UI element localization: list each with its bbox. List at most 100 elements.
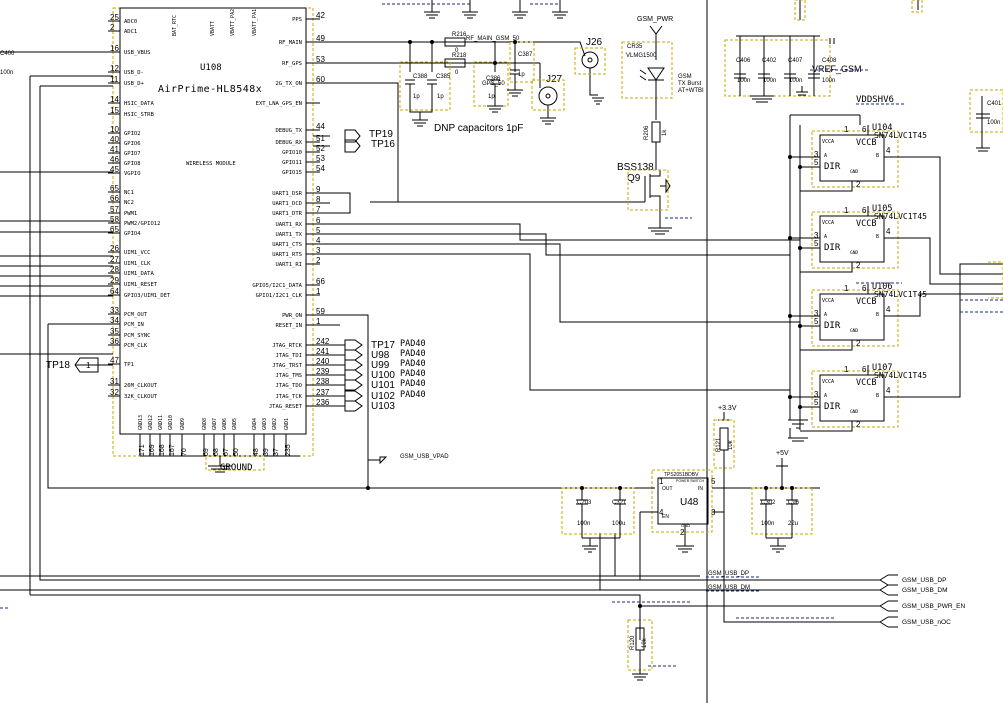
- u48-pin3: 3: [711, 508, 716, 517]
- u108-bottom-pin-name: GND13: [138, 415, 144, 430]
- u108-bottom-pin-num: 235: [285, 444, 292, 456]
- u108-left-pin-num: 10: [110, 125, 119, 134]
- u108-left-pin-num: 2: [110, 23, 115, 32]
- u108-left-pin-name: GPIO3/UIM1_DET: [124, 293, 171, 299]
- level-shifter-vcca: VCCA: [822, 139, 834, 145]
- u108-right-pin-num: 59: [316, 307, 325, 316]
- c407-ref: C407: [788, 58, 803, 64]
- r121-ref: R121: [716, 437, 722, 452]
- u108-right-pin-num: 3: [316, 246, 321, 255]
- c402-ref: C402: [762, 58, 777, 64]
- junction: [788, 395, 792, 399]
- u108-right-pin-name: JTAG_RTCK: [272, 343, 302, 349]
- jtag-tp-symbol: [320, 379, 363, 391]
- ls-pin3: 3: [814, 231, 819, 240]
- jtag-tp-symbol: [320, 400, 363, 412]
- ls-pin4: 4: [886, 146, 891, 155]
- level-shifter-ref: U107: [872, 363, 892, 373]
- u108-left-pin-name: GPIO4: [124, 231, 141, 237]
- u108-right-pin-num: 8: [316, 195, 321, 204]
- level-shifter-outline: [811, 370, 899, 428]
- tp18-pin: 1: [86, 361, 91, 370]
- led-label-burst: TX Burst: [678, 81, 702, 87]
- u108-right-pin-num: 51: [316, 134, 325, 143]
- u108-left-pin-num: 41: [110, 145, 119, 154]
- u108-right-pin-name: RESET_IN: [276, 323, 303, 329]
- level-shifter-ref: U106: [872, 282, 892, 292]
- usb-port-label: GSM_USB_DP: [902, 577, 946, 584]
- u108-right-pin-name: UART1_RI: [276, 262, 303, 268]
- jtag-tp-label: U101: [371, 380, 395, 391]
- u108-left-pin-name: NC1: [124, 190, 134, 196]
- jtag-tp-label: U98: [371, 350, 390, 361]
- c203-ref: C203: [577, 500, 592, 506]
- r120-val: 10k: [642, 637, 648, 648]
- u108-bottom-pin-name: GND12: [148, 415, 154, 430]
- u108-left-pin-num: 46: [110, 155, 119, 164]
- u108-right-pin-name: GPIO1/I2C1_CLK: [256, 293, 303, 299]
- c406-val: 100n: [737, 78, 750, 84]
- u108-left-pin-name: HSIC_DATA: [124, 101, 154, 107]
- ls-pin6: 6: [862, 365, 867, 374]
- u108-left-pin-name: ADC0: [124, 19, 137, 25]
- jtag-tp-symbol: [320, 369, 363, 381]
- ls-pin6: 6: [862, 284, 867, 293]
- u108-bottom-pin-name: GND1: [284, 418, 290, 430]
- u48-pin4: 4: [659, 508, 664, 517]
- level-shifter-vccb: VCCB: [856, 378, 876, 388]
- ls-pin1: 1: [844, 365, 849, 374]
- junction: [798, 246, 802, 250]
- level-shifter-wires: [790, 365, 904, 432]
- usb-port-label: GSM_USB_PWR_EN: [902, 603, 966, 610]
- junction: [788, 155, 792, 159]
- top-grounds: [382, 0, 1003, 299]
- r218-val: 0: [455, 70, 459, 76]
- u108-left-pin-name: ADC1: [124, 29, 137, 35]
- u108-left-pin-name: HSIC_STRB: [124, 112, 154, 118]
- u108-right-pin-num: 6: [316, 216, 321, 225]
- c385-val: 1p: [437, 94, 444, 100]
- level-shifter-gnd: GND: [850, 169, 858, 175]
- usb-dm-short: GSM_USB_DM: [708, 585, 750, 591]
- u108-left-pin-num: 40: [110, 135, 119, 144]
- level-shifter-ref: U105: [872, 204, 892, 214]
- r216-val: 0: [455, 48, 459, 54]
- c385-ref: C385: [436, 74, 451, 80]
- level-shifter-vcca: VCCA: [822, 298, 834, 304]
- level-shifter-vccb: VCCB: [856, 138, 876, 148]
- jtag-tp-pad: PAD40: [400, 359, 426, 369]
- level-shifter-vcca: VCCA: [822, 220, 834, 226]
- level-shifter-dir: DIR: [824, 402, 841, 412]
- ls-pin3: 3: [814, 390, 819, 399]
- vddshv6-net: VDDSHV6: [856, 95, 894, 105]
- u108-right-pin-name: JTAG_TDO: [276, 383, 303, 389]
- u108-left-pin-num: 16: [110, 44, 119, 53]
- u108-right-pin-num: 4: [316, 236, 321, 245]
- u48-pin2: 2: [680, 528, 685, 537]
- u108-bottom-pin-num: 70: [181, 448, 188, 456]
- u108-bottom-pins: GND13171GND12169GND11168GND10167GND970GN…: [138, 415, 300, 473]
- u108-left-pin-num: 45: [110, 165, 119, 174]
- u108-top-pin-name: VBATT: [210, 21, 216, 36]
- c386-ref: C386: [486, 76, 501, 82]
- u108-part: AirPrime-HL8548x: [158, 84, 262, 95]
- u108-left-pin-num: 65: [110, 184, 119, 193]
- level-shifter-dir: DIR: [824, 162, 841, 172]
- u108-right-pin-num: 7: [316, 205, 321, 214]
- u48-sub: POWER SWITCH: [676, 479, 704, 483]
- u108-right-pin-name: DEBUG_RX: [276, 140, 303, 146]
- c387-val: 1p: [518, 72, 525, 78]
- u108-left-pin-name: NC2: [124, 200, 134, 206]
- u108-right-pin-num: 237: [316, 388, 330, 397]
- u108-left-pin-num: 57: [110, 205, 119, 214]
- jtag-tp-pad: PAD40: [400, 390, 426, 400]
- u108-left-pin-name: GPIO6: [124, 141, 141, 147]
- level-shifter-wires: [790, 284, 904, 351]
- junction: [798, 165, 802, 169]
- c401-ref: C401: [987, 101, 1002, 107]
- u108-left-pin-num: 28: [110, 265, 119, 274]
- vlmg-label: VLMG1500: [626, 53, 657, 59]
- junction: [788, 314, 792, 318]
- u108-bottom-pin-name: GND2: [272, 418, 278, 430]
- right-net-labels: [960, 299, 1003, 313]
